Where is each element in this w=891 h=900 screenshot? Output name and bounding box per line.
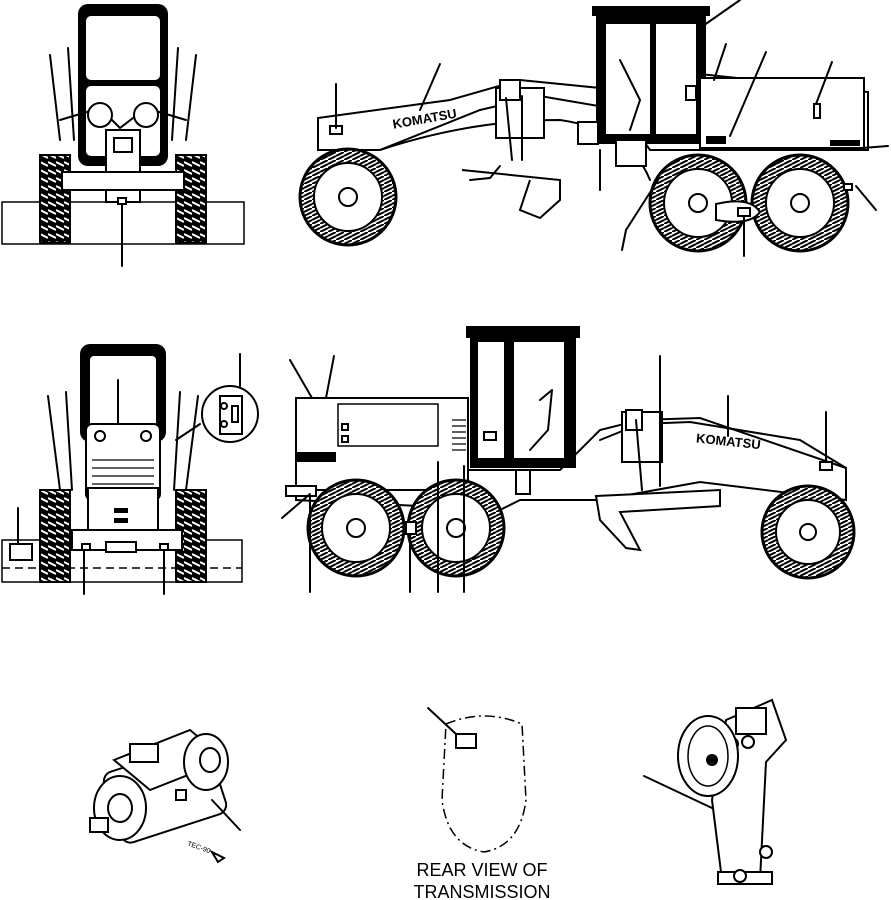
transmission-rear-outline: REAR VIEW OF TRANSMISSION (413, 707, 551, 900)
left-side-decal-tandem (737, 207, 751, 217)
front-view (1, 4, 245, 267)
front-right-tire (175, 154, 207, 244)
rear-leader-lines (17, 353, 241, 595)
brand-label-bottom: KOMATSU (695, 430, 761, 452)
steering-console (643, 698, 788, 885)
left-side-leader-lines (335, 0, 889, 257)
right-side-view: KOMATSU (281, 326, 856, 593)
front-lift-arms (49, 47, 197, 141)
transmission-part-text: TEC-90 (186, 841, 211, 856)
rear-view (1, 344, 259, 595)
front-cab-window-upper (86, 16, 160, 80)
right-side-leader-lines (281, 355, 827, 593)
right-side-rear-wheel-1 (306, 478, 406, 578)
caption-line-2: TRANSMISSION (413, 882, 550, 900)
right-side-front-wheel (760, 484, 856, 580)
transmission-rear-decal (455, 733, 477, 749)
right-side-rear-wheel-2 (406, 478, 506, 578)
rear-decal-left (9, 543, 33, 561)
rear-left-tire (39, 489, 71, 583)
left-side-rear-wheel-2 (750, 153, 850, 253)
caption-line-1: REAR VIEW OF (416, 860, 547, 880)
right-side-decal-front (819, 461, 833, 471)
left-side-engine-hood (699, 77, 865, 149)
transmission-unit: TEC-90 (89, 728, 241, 864)
left-side-view: KOMATSU (298, 0, 889, 257)
left-side-front-wheel (298, 147, 398, 247)
front-left-tire (39, 154, 71, 244)
